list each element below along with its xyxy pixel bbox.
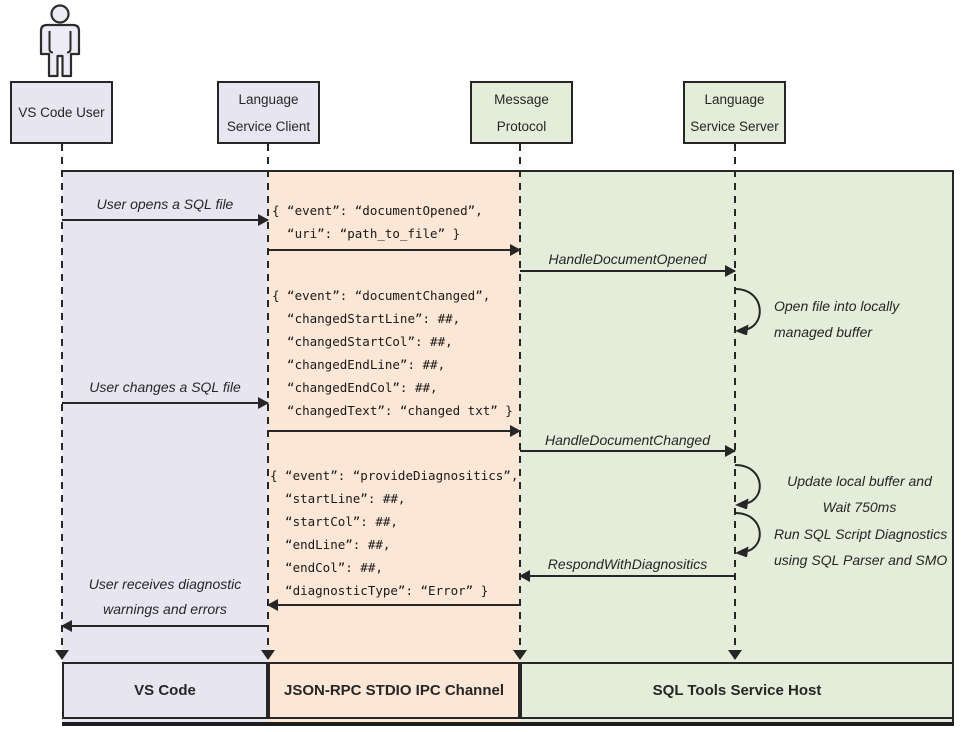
server-self-loop-run-diagnostics <box>734 512 761 557</box>
message-label-handle-document-changed: HandleDocumentChanged <box>545 432 710 448</box>
note-line: using SQL Parser and SMO <box>774 552 948 568</box>
json-payload-document-changed: { “event”: “documentChanged”, “changedSt… <box>272 284 513 422</box>
note-line: Run SQL Script Diagnostics <box>774 526 948 542</box>
message-label-receive-diagnostics: User receives diagnostic warnings and er… <box>62 572 268 622</box>
actor-box-language-service-server: Language Service Server <box>683 81 786 144</box>
note-line: Open file into locally <box>774 298 900 314</box>
arrow-user-to-client-change <box>62 397 269 409</box>
lane-box-vscode: VS Code <box>62 662 268 719</box>
server-self-loop-open-buffer <box>734 288 761 335</box>
arrow-protocol-to-server-changed <box>520 445 736 457</box>
message-label-handle-document-opened: HandleDocumentOpened <box>548 251 707 267</box>
actor-label-line: Service Client <box>226 118 311 134</box>
note-run-diagnostics: Run SQL Script Diagnostics using SQL Par… <box>774 521 947 573</box>
lane-label: SQL Tools Service Host <box>652 682 822 699</box>
json-line: “changedEndCol”: ##, <box>272 380 438 395</box>
ipc-lane-background <box>268 172 520 722</box>
note-update-buffer: Update local buffer and Wait 750ms <box>772 468 947 520</box>
actor-box-message-protocol: Message Protocol <box>470 81 573 144</box>
arrow-client-to-user-receive <box>61 620 268 632</box>
message-label-respond-with-diagnostics: RespondWithDiagnositics <box>547 556 708 572</box>
lane-box-ipc-channel: JSON-RPC STDIO IPC Channel <box>268 662 520 719</box>
json-line: “diagnosticType”: “Error” } <box>270 583 489 598</box>
json-line: “changedText”: “changed txt” } <box>272 403 513 418</box>
message-label-change-file: User changes a SQL file <box>89 379 241 395</box>
lifeline-end-arrow-server <box>728 650 742 660</box>
lane-box-sql-tools-service-host: SQL Tools Service Host <box>520 662 954 719</box>
actor-box-language-service-client: Language Service Client <box>217 81 320 144</box>
json-payload-document-opened: { “event”: “documentOpened”, “uri”: “pat… <box>272 199 483 245</box>
server-self-loop-update-buffer <box>734 464 761 509</box>
json-line: “startLine”: ##, <box>270 491 406 506</box>
note-line: managed buffer <box>774 324 873 340</box>
lifeline-end-arrow-client <box>261 650 275 660</box>
arrow-server-to-protocol-respond <box>519 570 735 582</box>
json-line: “startCol”: ##, <box>270 514 398 529</box>
actor-box-vscode-user: VS Code User <box>10 81 113 144</box>
actor-label: VS Code User <box>18 105 105 120</box>
actor-label-line: Language <box>238 91 299 107</box>
user-actor-icon <box>39 4 81 78</box>
arrow-protocol-to-server-opened <box>520 265 736 277</box>
note-open-buffer: Open file into locally managed buffer <box>774 293 899 345</box>
lifeline-end-arrow-user <box>55 650 69 660</box>
diagram-band <box>62 170 954 726</box>
message-label-line: User receives diagnostic <box>88 576 242 592</box>
note-line: Wait 750ms <box>822 499 897 515</box>
json-line: “endLine”: ##, <box>270 537 391 552</box>
json-payload-provide-diagnostics: { “event”: “provideDiagnositics”, “start… <box>270 464 518 602</box>
lifeline-server <box>734 144 736 658</box>
vscode-lane-background <box>62 172 268 722</box>
lane-label: VS Code <box>134 682 196 699</box>
json-line: { “event”: “documentChanged”, <box>272 288 491 303</box>
json-line: “uri”: “path_to_file” } <box>272 226 461 241</box>
json-line: “changedStartLine”: ##, <box>272 311 461 326</box>
actor-label-line: Language <box>704 91 765 107</box>
arrow-protocol-to-client-respond <box>267 599 520 611</box>
arrow-client-to-protocol-opened <box>268 244 521 256</box>
message-label-open-file: User opens a SQL file <box>96 196 234 212</box>
json-line: “endCol”: ##, <box>270 560 383 575</box>
actor-label-line: Message <box>494 91 549 107</box>
arrow-user-to-client-open <box>62 214 269 226</box>
json-line: { “event”: “provideDiagnositics”, <box>270 468 519 483</box>
json-line: “changedStartCol”: ##, <box>272 334 453 349</box>
json-line: “changedEndLine”: ##, <box>272 357 446 372</box>
actor-label-line: Service Server <box>690 118 779 134</box>
lifeline-end-arrow-protocol <box>513 650 527 660</box>
note-line: Update local buffer and <box>787 473 932 489</box>
actor-label-line: Protocol <box>496 118 547 134</box>
lifeline-protocol <box>519 144 521 658</box>
json-line: { “event”: “documentOpened”, <box>272 203 483 218</box>
host-lane-background <box>520 172 952 722</box>
message-label-line: warnings and errors <box>103 601 227 617</box>
lane-label: JSON-RPC STDIO IPC Channel <box>283 682 505 699</box>
arrow-client-to-protocol-changed <box>268 425 521 437</box>
lifeline-user <box>61 144 63 658</box>
